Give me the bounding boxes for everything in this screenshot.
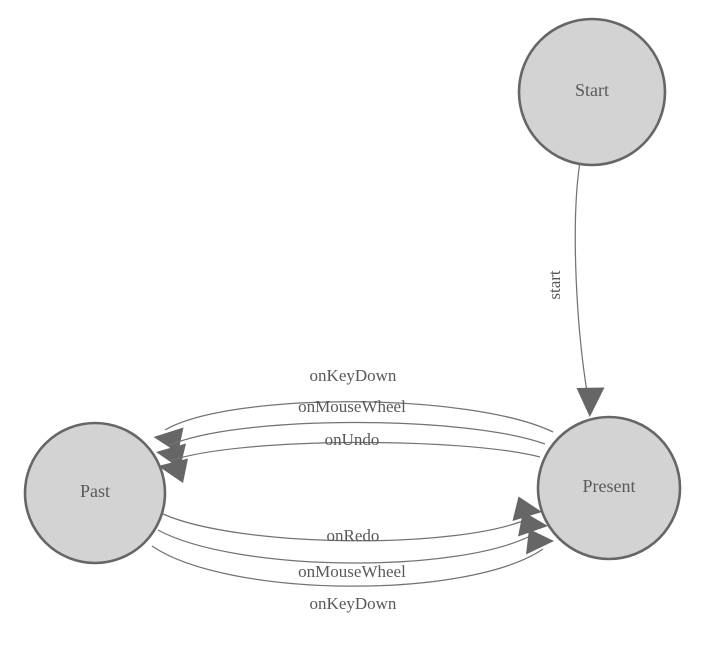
edge-start-to-present[interactable]: start [545, 164, 605, 417]
arrowhead-onundo-into-past [158, 458, 188, 483]
edge-path-start [574, 164, 590, 405]
edge-past-to-present-onkeydown[interactable]: onKeyDown [151, 529, 554, 613]
node-start-circle [517, 17, 667, 167]
edge-label-start: start [545, 270, 564, 300]
edge-label-past-present-onredo: onRedo [327, 526, 380, 545]
edge-path-past-present-onredo [162, 513, 531, 542]
edge-past-to-present-onredo[interactable]: onRedo [162, 496, 542, 545]
edge-label-present-past-onundo: onUndo [325, 430, 380, 449]
node-present[interactable]: Present [536, 415, 682, 561]
node-start-label: Start [575, 80, 609, 100]
edge-label-present-past-onmousewheel: onMouseWheel [298, 397, 406, 416]
node-past-label: Past [80, 481, 110, 501]
edge-present-to-past-onundo[interactable]: onUndo [158, 430, 541, 483]
arrowhead-start-into-present [576, 387, 605, 417]
node-start[interactable]: Start [517, 17, 667, 167]
edge-label-past-present-onmousewheel: onMouseWheel [298, 562, 406, 581]
edge-path-past-present-onmousewheel [157, 529, 537, 564]
edge-past-to-present-onmousewheel[interactable]: onMouseWheel [157, 511, 548, 581]
arrowhead-onmousewheel-into-present [518, 511, 548, 537]
arrowhead-onredo-into-present [512, 496, 542, 521]
node-present-circle [536, 415, 682, 561]
edge-path-present-past-onundo [169, 441, 541, 462]
edge-path-present-past-onkeydown [164, 401, 554, 433]
node-past[interactable]: Past [23, 421, 167, 565]
edge-path-present-past-onmousewheel [167, 421, 546, 447]
node-present-label: Present [583, 476, 636, 496]
node-past-circle [23, 421, 167, 565]
edge-label-present-past-onkeydown: onKeyDown [310, 366, 397, 385]
arrowhead-onkeydown-into-present [526, 529, 554, 555]
edge-path-past-present-onkeydown [151, 545, 544, 587]
edge-label-past-present-onkeydown: onKeyDown [310, 594, 397, 613]
